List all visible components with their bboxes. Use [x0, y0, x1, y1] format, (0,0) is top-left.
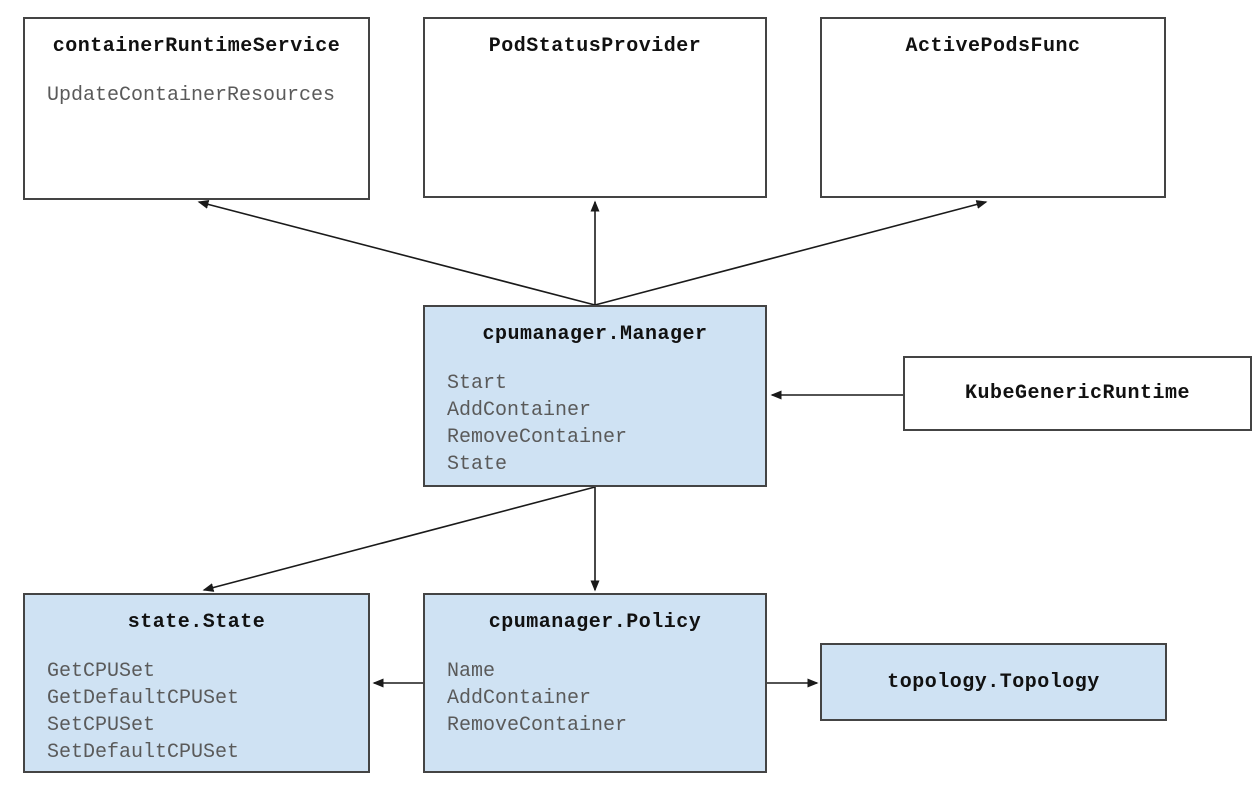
method-item: SetDefaultCPUSet	[47, 741, 240, 764]
method-item: SetCPUSet	[47, 714, 156, 737]
method-item: GetDefaultCPUSet	[47, 687, 240, 710]
method-item: AddContainer	[447, 399, 592, 422]
node-topology-topology: topology.Topology	[820, 643, 1167, 721]
node-methods: Name AddContainer RemoveContainer	[425, 658, 765, 739]
node-methods: GetCPUSet GetDefaultCPUSet SetCPUSet Set…	[25, 658, 368, 766]
node-title: PodStatusProvider	[488, 35, 702, 58]
method-item: RemoveContainer	[447, 426, 628, 449]
arrow-manager-to-state-state	[202, 486, 596, 592]
node-cpumanager-manager: cpumanager.Manager Start AddContainer Re…	[423, 305, 767, 487]
method-item: Name	[447, 660, 496, 683]
arrow-manager-to-container-runtime-service	[197, 200, 596, 306]
node-container-runtime-service: containerRuntimeService UpdateContainerR…	[23, 17, 370, 200]
node-title: containerRuntimeService	[52, 35, 341, 58]
method-item: State	[447, 453, 508, 476]
node-kube-generic-runtime: KubeGenericRuntime	[903, 356, 1252, 431]
node-title: state.State	[127, 611, 266, 634]
method-item: AddContainer	[447, 687, 592, 710]
node-methods: UpdateContainerResources	[25, 82, 368, 109]
node-title: ActivePodsFunc	[905, 35, 1081, 58]
node-title: cpumanager.Policy	[488, 611, 702, 634]
node-active-pods-func: ActivePodsFunc	[820, 17, 1166, 198]
node-title: cpumanager.Manager	[482, 323, 708, 346]
node-state-state: state.State GetCPUSet GetDefaultCPUSet S…	[23, 593, 370, 773]
method-item: RemoveContainer	[447, 714, 628, 737]
node-cpumanager-policy: cpumanager.Policy Name AddContainer Remo…	[423, 593, 767, 773]
node-methods: Start AddContainer RemoveContainer State	[425, 370, 765, 478]
node-title: KubeGenericRuntime	[964, 382, 1191, 405]
method-item: UpdateContainerResources	[47, 84, 336, 107]
node-pod-status-provider: PodStatusProvider	[423, 17, 767, 198]
method-item: Start	[447, 372, 508, 395]
method-item: GetCPUSet	[47, 660, 156, 683]
arrow-manager-to-active-pods-func	[594, 200, 988, 306]
node-title: topology.Topology	[887, 670, 1100, 694]
